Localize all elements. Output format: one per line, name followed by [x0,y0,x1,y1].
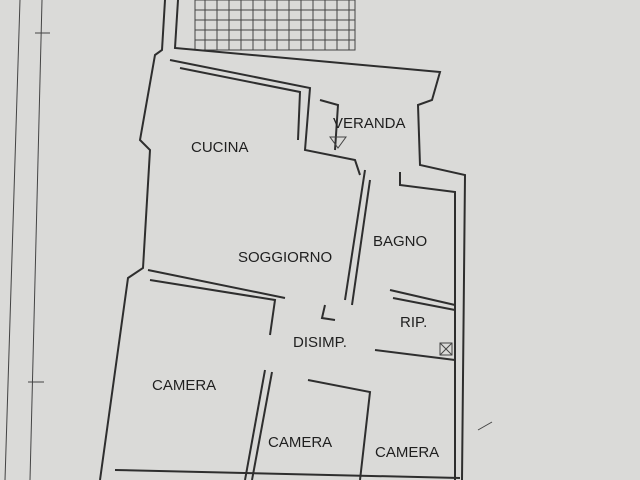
room-label-bagno: BAGNO [373,233,427,250]
room-label-soggiorno: SOGGIORNO [238,249,332,266]
room-label-ripostiglio: RIP. [400,314,427,331]
room-label-camera-2: CAMERA [268,434,332,451]
room-label-camera-3: CAMERA [375,444,439,461]
room-label-cucina: CUCINA [191,139,249,156]
margin-lines [4,0,50,480]
stairs [194,0,356,51]
room-label-disimpegno: DISIMP. [293,334,347,351]
room-label-camera-1: CAMERA [152,377,216,394]
walls [99,0,493,480]
room-label-veranda: VERANDA [333,115,406,132]
